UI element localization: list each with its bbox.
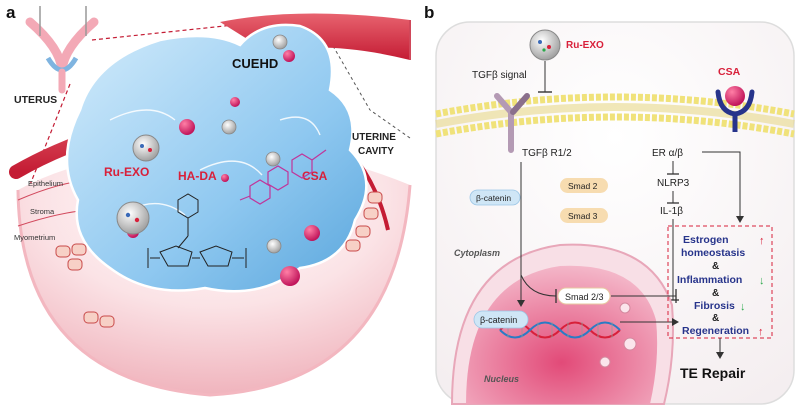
zoom-line-left [27,83,71,191]
label-amp-1: & [712,261,719,272]
up-arrow-icon: ↑ [759,235,765,247]
label-beta-catenin-top: β-catenin [476,193,511,203]
down-arrow-icon: ↓ [759,275,765,287]
arrow-er-estrogen [702,151,744,223]
exosome [265,151,281,167]
label-nucleus: Nucleus [484,374,519,384]
uterus-illustration [25,6,99,94]
label-uterine: UTERINE [352,132,396,143]
up-arrow-icon: ↑ [758,326,764,338]
label-er: ER α/β [652,148,683,159]
cell-membrane-inner [435,113,795,138]
label-te-repair: TE Repair [680,365,746,381]
exosome [266,238,282,254]
label-il1b: IL-1β [660,206,683,217]
label-amp-3: & [712,313,719,324]
zoom-line-cavity-b [369,109,411,139]
label-inflammation: Inflammation [677,274,742,286]
panel-b: b Ru-EXO TGFβ signal CSA TGFβ R1/2 ER α/… [424,3,795,405]
csa-sphere [280,266,300,286]
label-epithelium: Epithelium [28,179,63,188]
zoom-line-cavity-a [317,19,371,111]
label-amp-2: & [712,288,719,299]
nuclear-pore [623,337,637,351]
hydrogel-cuehd [65,23,368,293]
label-smad2: Smad 2 [568,181,598,191]
hydrogel-texture [109,109,321,216]
smad2-pill [560,178,608,193]
branch-to-smad [520,274,557,297]
smad3-pill [560,208,608,223]
smad23-pill [557,287,611,305]
nucleus-inner [466,265,658,404]
csa-structure [239,149,327,205]
csa-sphere [179,119,195,135]
csa-sphere [230,97,240,107]
label-uterus: UTERUS [14,94,57,106]
label-ru-exo-a: Ru-EXO [104,165,149,179]
label-smad3: Smad 3 [568,211,598,221]
csa-molecule [725,86,745,106]
label-ha-da: HA-DA [178,169,217,183]
panel-a-letter: a [6,3,16,22]
label-csa-b: CSA [718,66,741,78]
beta-catenin-nuc-pill [473,310,529,329]
cell-membrane-core [435,103,795,128]
nuclear-pore [599,356,611,368]
ha-da-structure [147,193,247,268]
bowl-outline [16,184,412,397]
ru-exo-particle [529,29,561,61]
label-estrogen: Estrogen [683,234,729,246]
label-csa-a: CSA [302,169,328,183]
tissue-cells [55,191,383,328]
tgfb-receptor [494,93,530,153]
panel-b-letter: b [424,3,434,22]
label-fibrosis: Fibrosis [694,300,735,312]
label-tgfb-signal: TGFβ signal [472,70,527,81]
csa-sphere [283,50,295,62]
exosome [221,119,237,135]
label-smad23: Smad 2/3 [565,292,604,302]
nuclear-pore [619,302,631,314]
label-beta-catenin-nuc: β-catenin [480,315,517,325]
label-tgfb-r: TGFβ R1/2 [522,148,572,159]
down-arrow-icon: ↓ [740,301,746,313]
label-homeostasis: homeostasis [681,247,745,259]
csa-sphere [304,225,320,241]
exosome [116,201,150,235]
label-nlrp3: NLRP3 [657,178,690,189]
label-regeneration: Regeneration [682,325,749,337]
ha-bead [272,34,288,50]
panel-a: a UTERUS Epithelium Stroma Myometrium [6,3,412,397]
csa-sphere [221,174,229,182]
label-cytoplasm: Cytoplasm [454,248,500,258]
label-cuehd: CUEHD [232,56,278,71]
beta-catenin-pill [469,189,521,206]
label-myometrium: Myometrium [14,233,55,242]
label-stroma: Stroma [30,207,55,216]
label-cavity: CAVITY [358,146,394,157]
label-ru-exo-b: Ru-EXO [566,40,604,51]
exosome [132,134,160,162]
